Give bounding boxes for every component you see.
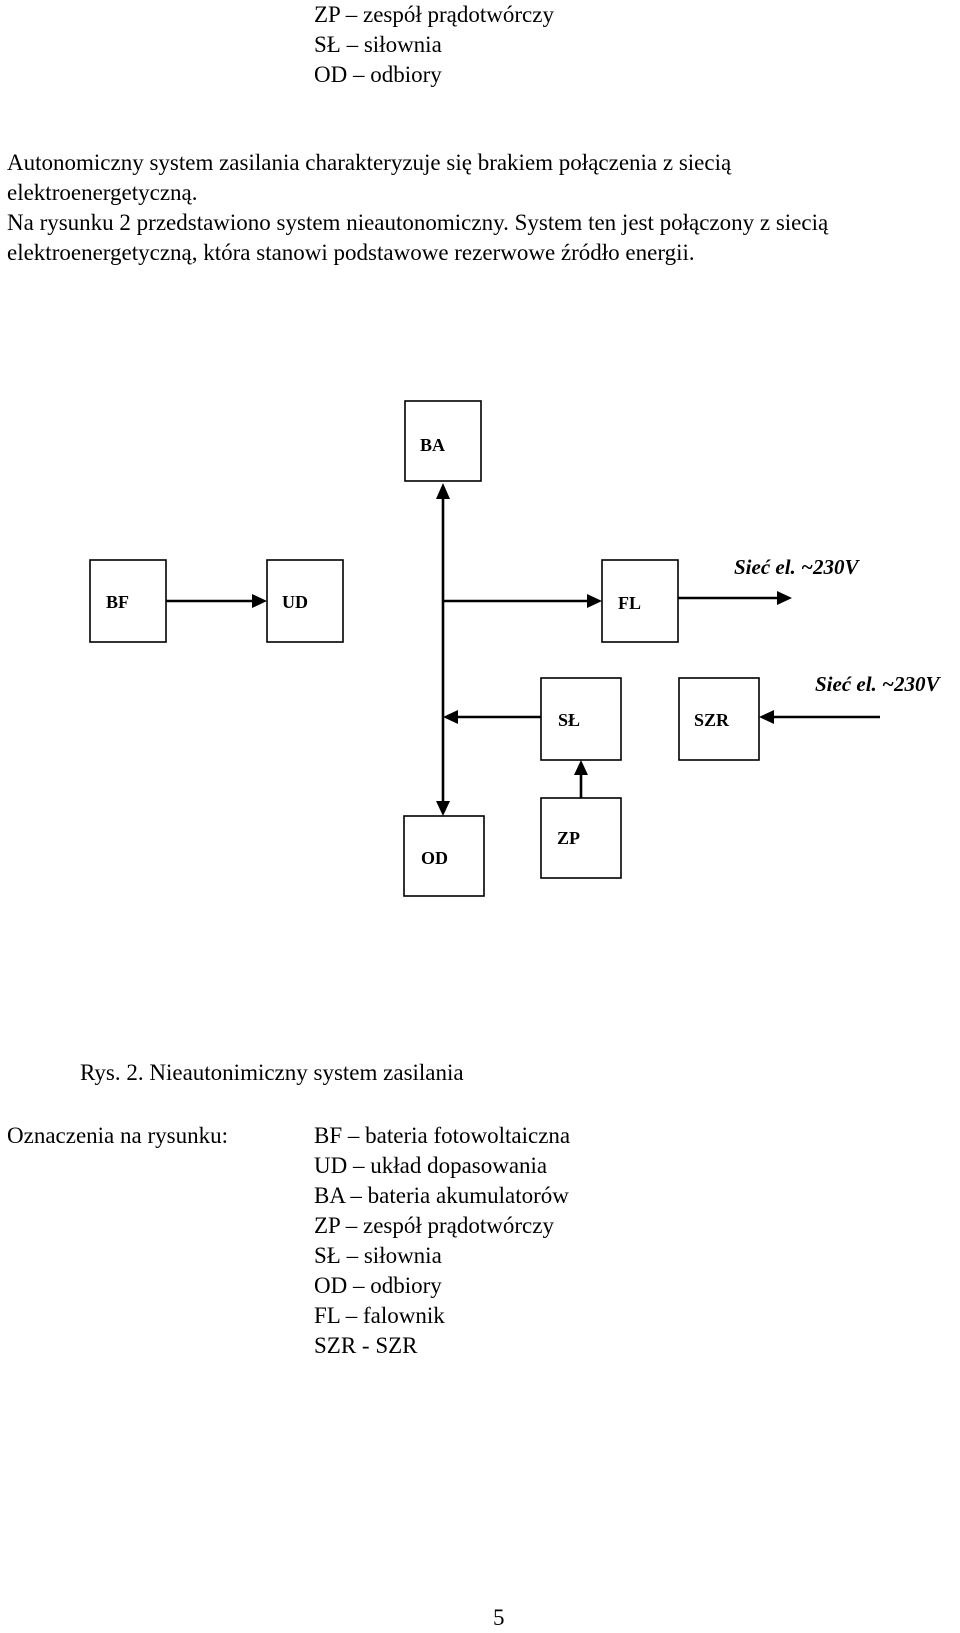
box-ba-label: BA bbox=[420, 435, 445, 455]
box-sl-label: SŁ bbox=[558, 710, 580, 730]
arrowhead bbox=[436, 801, 450, 816]
arrowhead bbox=[436, 483, 450, 499]
box-szr bbox=[678, 677, 760, 761]
body-paragraph: Autonomiczny system zasilania charaktery… bbox=[7, 148, 957, 268]
arrowhead bbox=[587, 594, 602, 608]
paragraph-line: elektroenergetyczną. bbox=[7, 180, 198, 205]
grid-label-1: Sieć el. ~230V bbox=[734, 555, 861, 579]
legend-item: SZR - SZR bbox=[314, 1333, 418, 1358]
box-szr-label: SZR bbox=[694, 710, 730, 730]
top-legend-item: OD – odbiory bbox=[314, 62, 442, 87]
page-number: 5 bbox=[493, 1605, 505, 1630]
figure-caption: Rys. 2. Nieautonimiczny system zasilania bbox=[80, 1060, 464, 1085]
arrowhead bbox=[574, 760, 588, 775]
arrowhead bbox=[443, 710, 458, 724]
paragraph-line: Autonomiczny system zasilania charaktery… bbox=[7, 150, 732, 175]
legend-item: ZP – zespół prądotwórczy bbox=[314, 1213, 554, 1238]
box-zp-label: ZP bbox=[557, 828, 580, 848]
box-fl-label: FL bbox=[618, 593, 641, 613]
arrowhead bbox=[252, 594, 267, 608]
top-legend-item: ZP – zespół prądotwórczy bbox=[314, 2, 554, 27]
legend-item: BF – bateria fotowoltaiczna bbox=[314, 1123, 571, 1148]
legend-item: OD – odbiory bbox=[314, 1273, 442, 1298]
grid-label-2: Sieć el. ~230V bbox=[815, 672, 942, 696]
box-ud-label: UD bbox=[282, 592, 308, 612]
paragraph-line: Na rysunku 2 przedstawiono system nieaut… bbox=[7, 210, 829, 235]
arrowhead bbox=[777, 591, 792, 605]
legend-heading: Oznaczenia na rysunku: bbox=[7, 1123, 228, 1148]
box-fl bbox=[601, 559, 679, 643]
box-ud bbox=[266, 559, 344, 643]
legend-item: UD – układ dopasowania bbox=[314, 1153, 548, 1178]
arrowhead bbox=[759, 710, 774, 724]
box-od-label: OD bbox=[421, 848, 448, 868]
top-legend: ZP – zespół prądotwórczy SŁ – siłownia O… bbox=[314, 0, 554, 90]
box-zp bbox=[540, 797, 622, 879]
legend-item: BA – bateria akumulatorów bbox=[314, 1183, 569, 1208]
paragraph-line: elektroenergetyczną, która stanowi podst… bbox=[7, 240, 695, 265]
box-od bbox=[403, 815, 485, 897]
top-legend-item: SŁ – siłownia bbox=[314, 32, 442, 57]
power-system-diagram: BA BF UD FL SŁ SZR OD ZP Sieć el. ~230V … bbox=[89, 400, 942, 897]
legend-item: SŁ – siłownia bbox=[314, 1243, 442, 1268]
box-bf-label: BF bbox=[106, 592, 129, 612]
box-ba bbox=[404, 400, 482, 482]
figure-legend: BF – bateria fotowoltaiczna UD – układ d… bbox=[314, 1121, 570, 1361]
box-sl bbox=[540, 677, 622, 761]
legend-item: FL – falownik bbox=[314, 1303, 445, 1328]
